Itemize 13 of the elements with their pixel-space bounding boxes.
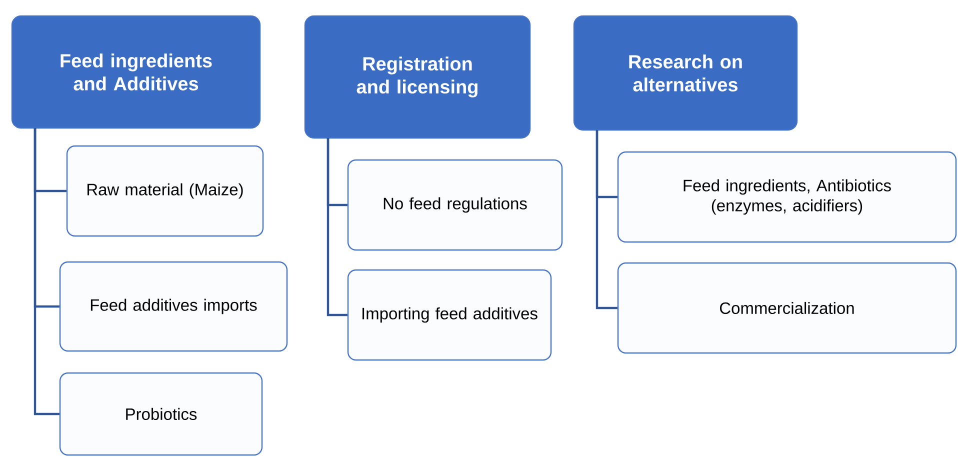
category-box: Feed ingredients and Additives (11, 15, 261, 129)
item-box: Raw material (Maize) (66, 145, 264, 237)
connector (326, 138, 348, 316)
item-box: No feed regulations (347, 159, 563, 251)
item-box: Commercialization (617, 262, 957, 354)
item-box: Feed ingredients, Antibiotics (enzymes, acidifiers) (617, 151, 957, 243)
connector (34, 128, 60, 416)
category-box: Registration and licensing (304, 15, 531, 139)
item-box: Probiotics (59, 372, 263, 456)
item-box: Importing feed additives (347, 269, 552, 361)
category-box: Research on alternatives (573, 15, 798, 131)
item-box: Feed additives imports (59, 261, 288, 352)
connector (596, 130, 618, 310)
